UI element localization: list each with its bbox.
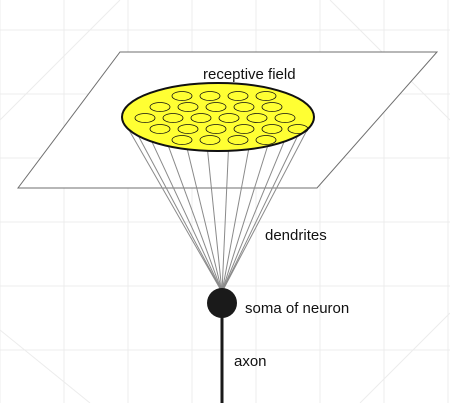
receptor-cell <box>255 135 277 145</box>
receptor-cell <box>171 91 193 101</box>
receptor-cell <box>205 102 227 112</box>
dendrite-line <box>221 135 299 293</box>
dendrite-line <box>167 145 223 293</box>
grid-line <box>0 0 121 121</box>
receptor-cell <box>205 124 227 134</box>
dendrites-label: dendrites <box>265 227 327 244</box>
receptor-cell <box>199 135 221 145</box>
receptive-field-ellipse <box>121 82 315 152</box>
receptor-cell <box>227 135 249 145</box>
receptor-cell <box>162 113 184 123</box>
dendrite-line <box>221 145 269 293</box>
receptor-cell <box>190 113 212 123</box>
receptor-cell <box>177 102 199 112</box>
dendrite-line <box>137 135 223 293</box>
receptor-cell <box>218 113 240 123</box>
dendrite-line <box>221 149 250 293</box>
receptor-cell <box>261 124 283 134</box>
dendrite-line <box>128 129 223 293</box>
receptor-cell <box>149 102 171 112</box>
receptor-cell <box>177 124 199 134</box>
receptor-cell <box>149 124 171 134</box>
receptor-cell <box>233 124 255 134</box>
grid-line <box>0 329 91 403</box>
receptor-cell <box>134 113 156 123</box>
receptor-cell <box>287 124 309 134</box>
soma-label: soma of neuron <box>245 300 349 317</box>
soma-circle <box>207 288 237 318</box>
receptor-cell <box>199 91 221 101</box>
dendrites-group <box>128 129 308 293</box>
receptor-cell <box>261 102 283 112</box>
dendrite-line <box>186 149 223 293</box>
dendrite-line <box>221 129 308 293</box>
axon-label: axon <box>234 353 267 370</box>
dendrite-line <box>221 141 285 293</box>
receptor-cells-group <box>134 91 309 145</box>
dendrite-line <box>151 141 223 293</box>
receptor-cell <box>246 113 268 123</box>
receptor-cell <box>233 102 255 112</box>
receptor-cell <box>255 91 277 101</box>
receptor-cell <box>171 135 193 145</box>
receptive-field-label: receptive field <box>203 66 296 83</box>
dendrite-line <box>221 150 229 293</box>
receptor-cell <box>274 113 296 123</box>
grid-line <box>359 312 450 403</box>
receptor-cell <box>227 91 249 101</box>
dendrite-line <box>207 150 223 293</box>
